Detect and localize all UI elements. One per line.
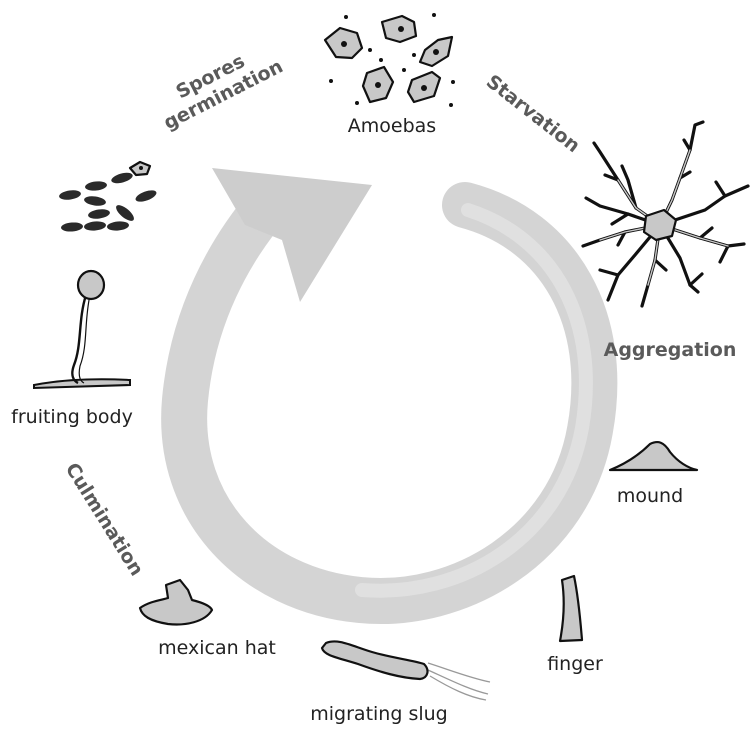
stage-label-spores-germination: Spores germination (150, 36, 286, 135)
label-migrating-slug: migrating slug (310, 703, 447, 725)
cycle-arrow (184, 168, 594, 601)
finger-illustration (560, 576, 582, 641)
label-fruiting-body: fruiting body (11, 406, 133, 428)
amoebas-illustration (325, 13, 455, 107)
stage-label-culmination: Culmination (61, 459, 148, 580)
aggregation-center (644, 210, 676, 240)
spores-illustration (58, 162, 157, 232)
label-finger: finger (547, 653, 603, 675)
stage-label-starvation: Starvation (482, 71, 584, 158)
fruiting-body-illustration (34, 271, 130, 388)
mexican-hat-illustration (140, 580, 212, 624)
label-amoebas: Amoebas (348, 115, 436, 137)
migrating-slug-illustration (322, 641, 490, 700)
label-mound: mound (617, 485, 683, 507)
label-mexican-hat: mexican hat (158, 637, 276, 659)
mound-illustration (610, 442, 697, 470)
label-aggregation: Aggregation (604, 339, 737, 361)
